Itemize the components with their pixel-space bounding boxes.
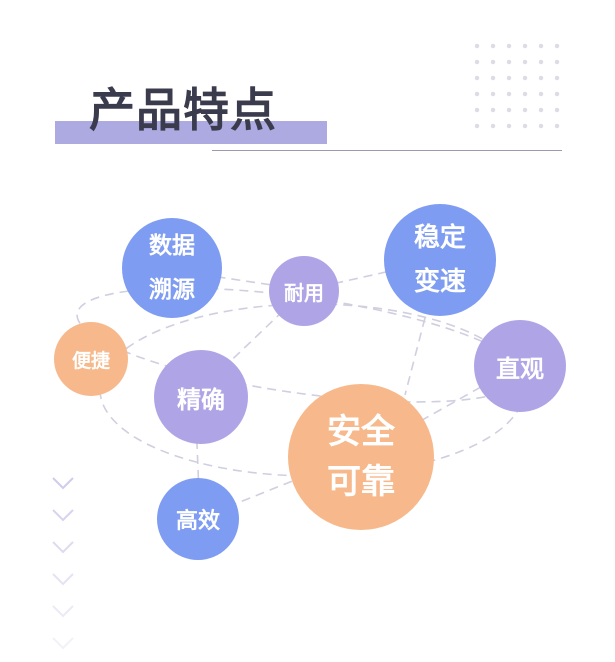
decorative-chevron-column xyxy=(50,470,80,662)
feature-poster: 产品特点 数据 溯源 耐用 稳定 变速 便捷 精确 直观 安全 可靠 xyxy=(52,38,566,650)
feature-label: 高效 xyxy=(175,509,220,534)
feature-label: 精确 xyxy=(177,385,225,414)
feature-bubble-traceability: 数据 溯源 xyxy=(122,218,222,318)
title-underline-bar xyxy=(55,121,327,144)
feature-label: 数据 溯源 xyxy=(149,233,195,303)
feature-bubble-durable: 耐用 xyxy=(269,256,339,326)
chevron-down-icon xyxy=(52,637,74,650)
chevron-down-icon xyxy=(52,605,74,618)
feature-label: 便捷 xyxy=(71,349,110,372)
feature-label: 耐用 xyxy=(284,280,324,305)
feature-bubble-intuitive: 直观 xyxy=(474,320,566,412)
feature-bubble-precise: 精确 xyxy=(154,350,248,444)
title-divider-line xyxy=(212,150,562,151)
feature-label: 安全 可靠 xyxy=(327,412,395,502)
feature-bubble-stable-fast: 稳定 变速 xyxy=(384,204,496,316)
feature-label: 直观 xyxy=(496,354,544,383)
chevron-down-icon xyxy=(52,509,74,522)
page-title: 产品特点 xyxy=(89,83,277,137)
feature-bubble-efficient: 高效 xyxy=(157,478,239,560)
decorative-dot-grid xyxy=(469,38,565,132)
chevron-down-icon xyxy=(52,477,74,490)
chevron-down-icon xyxy=(52,541,74,554)
feature-bubble-convenient: 便捷 xyxy=(54,322,128,396)
feature-bubble-safe-reliable: 安全 可靠 xyxy=(288,384,434,530)
feature-label: 稳定 变速 xyxy=(413,223,466,297)
chevron-down-icon xyxy=(52,573,74,586)
